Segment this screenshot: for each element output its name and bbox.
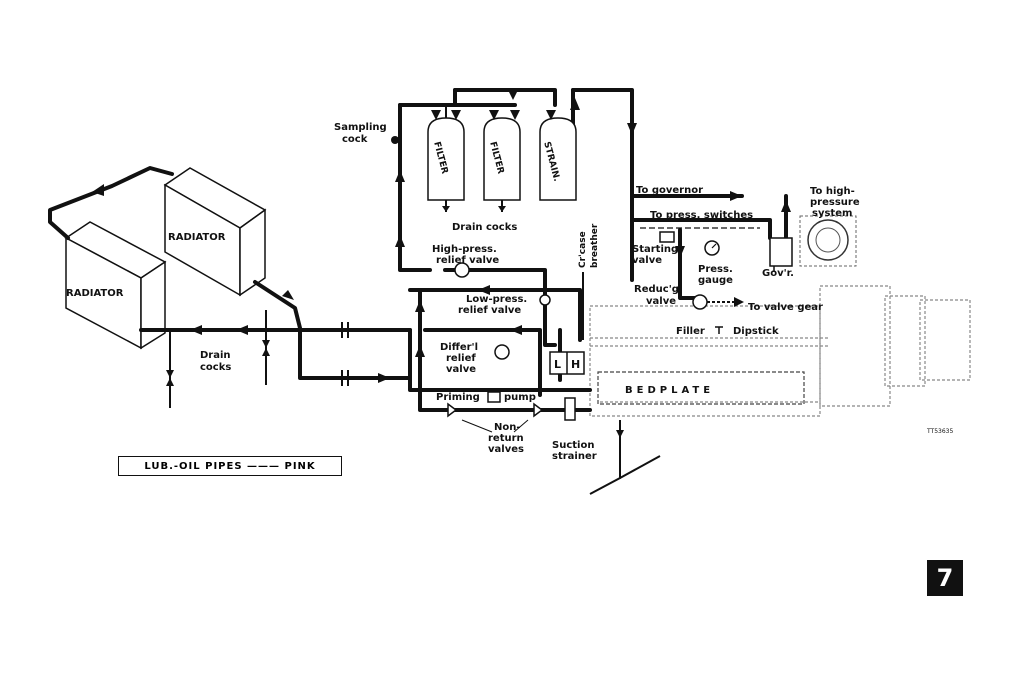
bedplate: BEDPLATE — [597, 371, 805, 405]
filter-2: FILTER — [483, 110, 521, 212]
low-press-relief-label-1: Low-press. — [466, 294, 527, 305]
filler-icon — [715, 326, 723, 334]
press-gauge-label-1: Press. — [698, 264, 733, 275]
reducing-valve-label-2: valve — [646, 296, 676, 307]
starting-valve-label-2: valve — [632, 255, 662, 266]
sampling-cock-label-2: cock — [342, 134, 368, 145]
non-return-label-2: return — [488, 433, 524, 444]
lh-l-label: L — [554, 358, 561, 371]
to-press-switches-label: To press. switches — [650, 210, 753, 221]
dipstick-label: Dipstick — [733, 326, 779, 337]
radiator-bottom: RADIATOR — [64, 221, 167, 350]
drain-cock-left-2 — [262, 310, 270, 385]
filler-label: Filler — [676, 326, 705, 337]
legend: LUB.-OIL PIPES ——— PINK — [118, 456, 342, 476]
lh-h-label: H — [571, 358, 580, 371]
drain-cocks-left-label-1: Drain — [200, 350, 231, 361]
high-press-relief-label-1: High-press. — [432, 244, 497, 255]
non-return-valve-1-icon — [447, 402, 458, 418]
drain-cocks-top-label: Drain cocks — [452, 222, 517, 233]
starting-valve-icon — [659, 231, 675, 243]
reducing-valve-label-1: Reduc'g — [634, 284, 679, 295]
non-return-label-1: Non- — [494, 422, 521, 433]
strainer: STRAIN. — [539, 110, 577, 201]
to-governor-label: To governor — [636, 185, 703, 196]
starting-valve-label-1: Starting — [632, 244, 678, 255]
bedplate-label: BEDPLATE — [625, 385, 714, 396]
drain-cock-left-1 — [166, 330, 174, 408]
reducing-valve-icon — [692, 294, 708, 310]
pipe-flanges — [341, 322, 349, 386]
priming-pump-label-2: pump — [504, 392, 536, 403]
to-high-pressure-label-2: pressure — [810, 197, 860, 208]
to-valve-gear-label: To valve gear — [748, 302, 823, 313]
governor-label: Gov'r. — [762, 268, 794, 279]
non-return-valve-2-icon — [533, 402, 544, 418]
to-high-pressure-label-3: system — [812, 208, 852, 219]
differ-relief-label-3: valve — [446, 364, 476, 375]
crcase-breather-label-2: breather — [590, 223, 600, 268]
sampling-cock-icon — [391, 136, 399, 144]
sampling-cock-label-1: Sampling — [334, 122, 387, 133]
page-number-badge: 7 — [927, 560, 963, 596]
lh-selector: L H — [549, 351, 585, 375]
radiator-top: RADIATOR — [163, 167, 267, 297]
low-press-relief-valve-icon — [539, 294, 551, 306]
radiator-bottom-label: RADIATOR — [66, 288, 124, 299]
high-press-relief-valve-icon — [454, 262, 470, 278]
radiator-top-label: RADIATOR — [168, 232, 226, 243]
crcase-breather-label-1: Cr'case — [578, 231, 588, 268]
high-pressure-system-icon — [799, 215, 857, 267]
ref-code: TT53635 — [926, 428, 953, 435]
suction-strainer-label-2: strainer — [552, 451, 597, 462]
differ-relief-valve-icon — [494, 344, 510, 360]
drain-cocks-left-label-2: cocks — [200, 362, 231, 373]
high-press-relief-label-2: relief valve — [436, 255, 499, 266]
filter-1: FILTER — [427, 106, 465, 212]
differ-relief-label-2: relief — [446, 353, 476, 364]
governor-icon — [769, 237, 793, 272]
differ-relief-label-1: Differ'l — [440, 342, 478, 353]
non-return-label-3: valves — [488, 444, 524, 455]
press-gauge-icon — [704, 240, 720, 256]
press-gauge-label-2: gauge — [698, 275, 733, 286]
suction-strainer-icon — [564, 397, 576, 421]
low-press-relief-label-2: relief valve — [458, 305, 521, 316]
suction-strainer-label-1: Suction — [552, 440, 594, 451]
priming-pump-label-1: Priming — [436, 392, 480, 403]
priming-pump-icon — [487, 391, 501, 403]
to-high-pressure-label-1: To high- — [810, 186, 855, 197]
